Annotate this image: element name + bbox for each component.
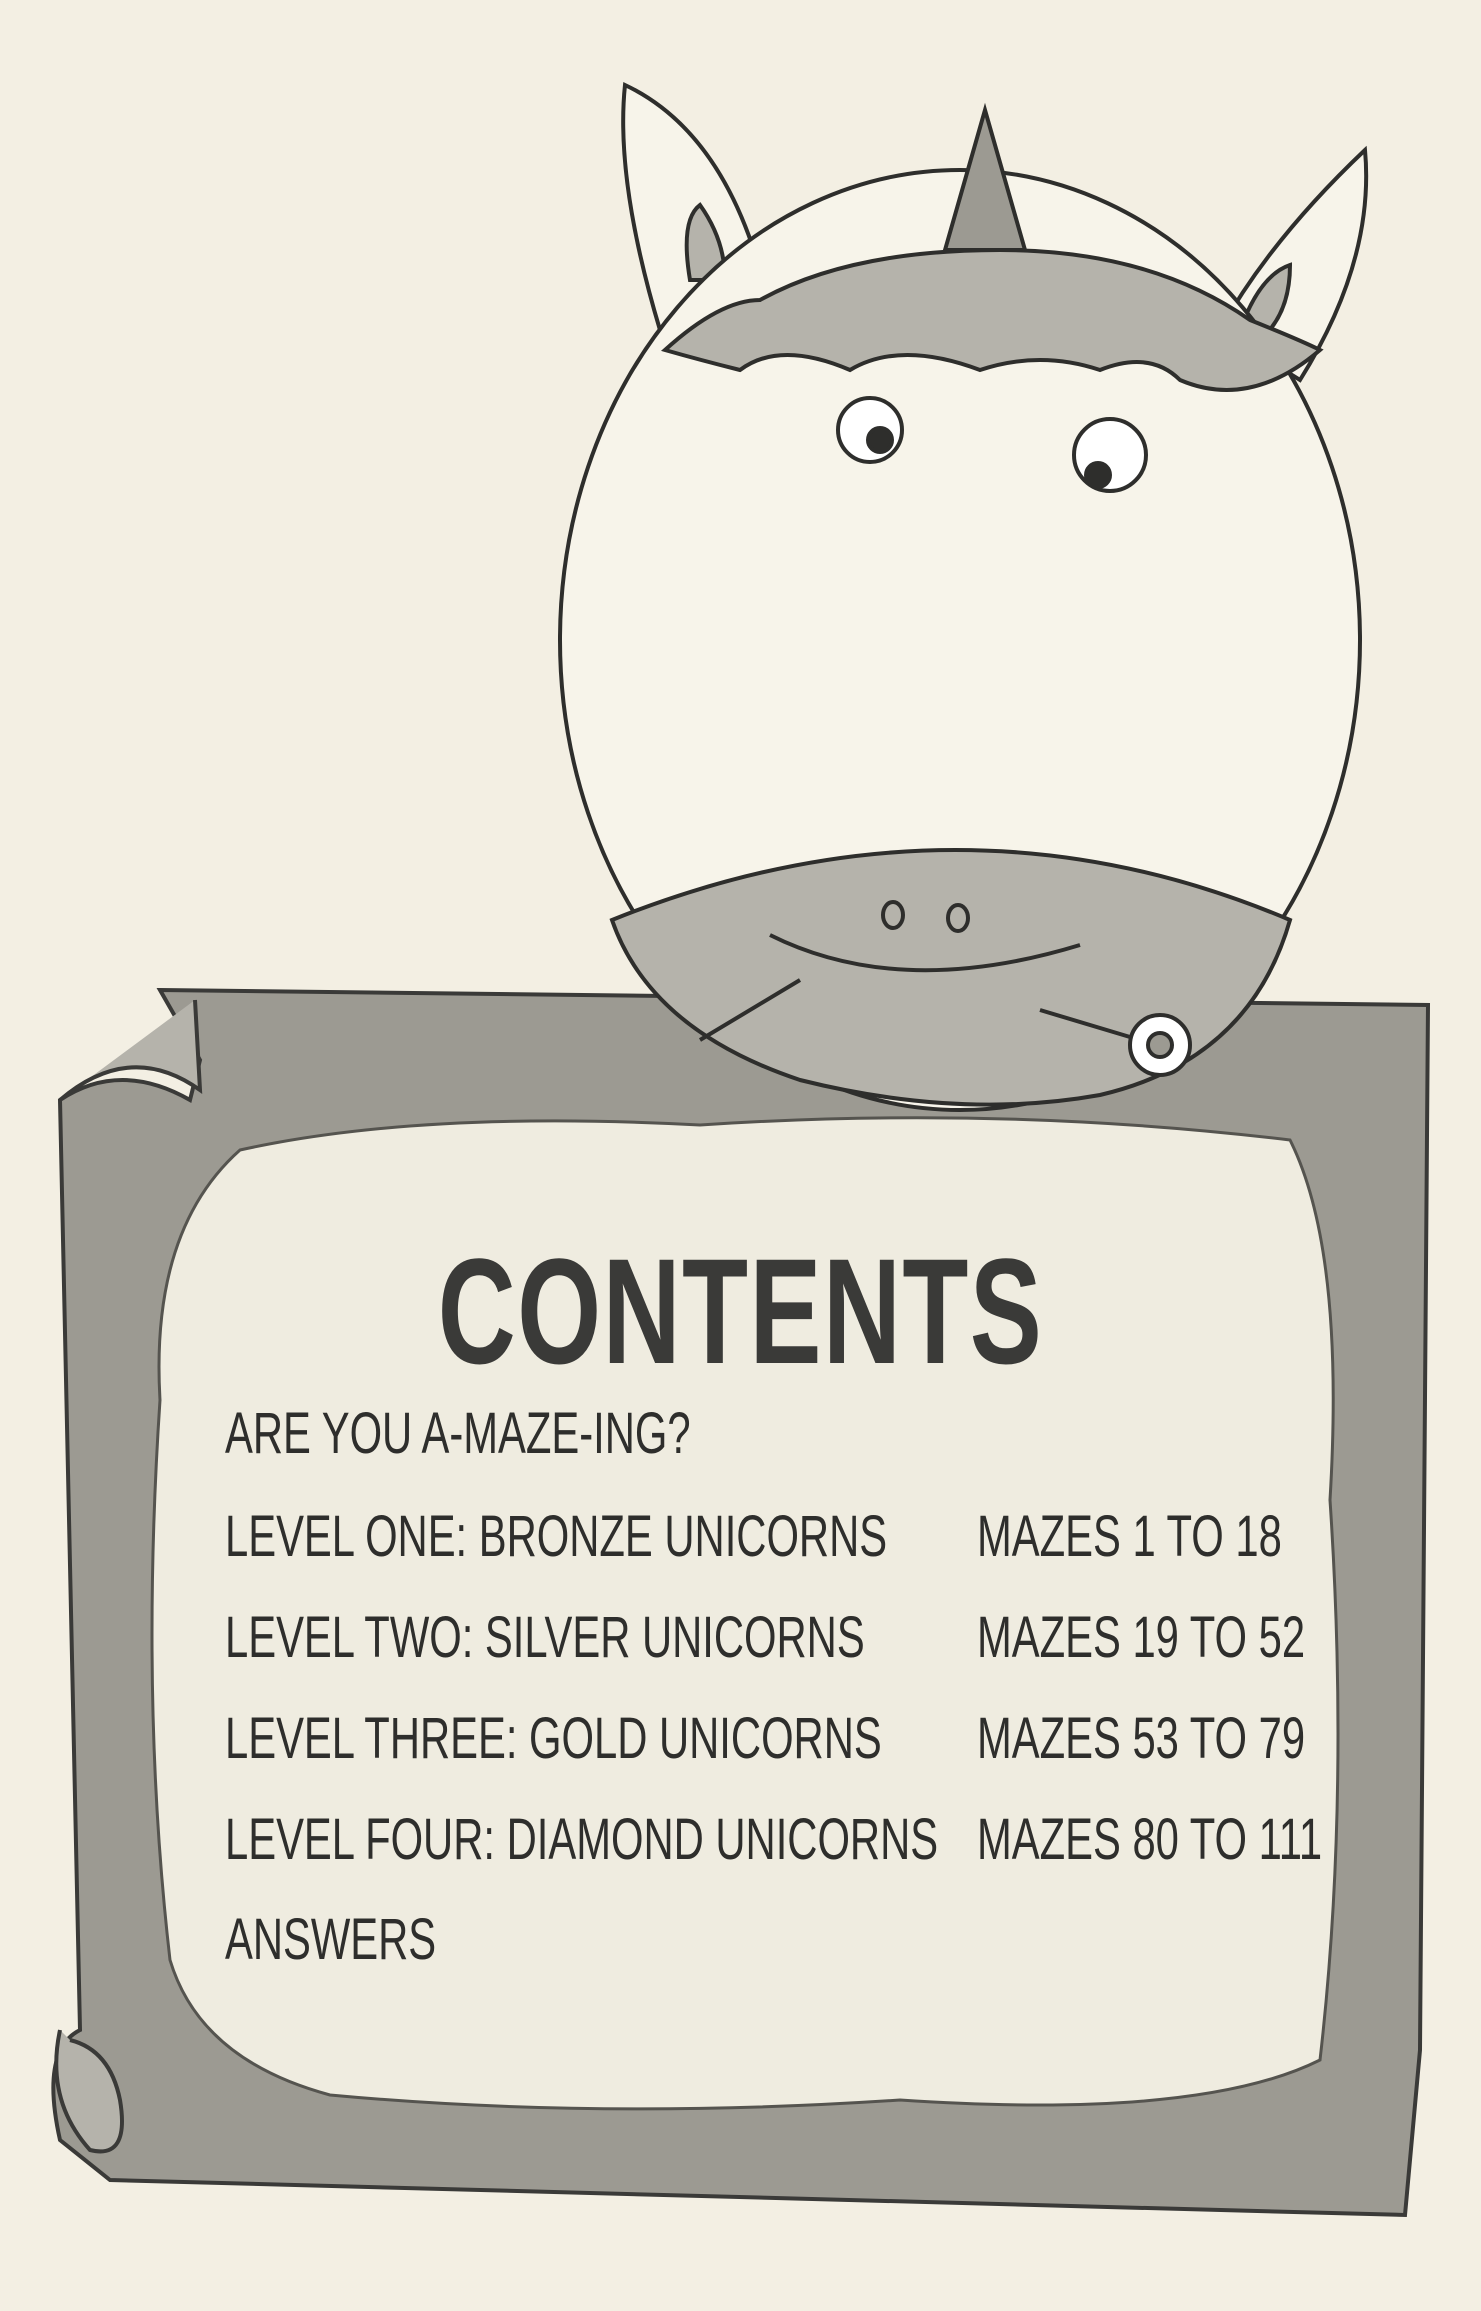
contents-entry-range: MAZES 53 TO 79 bbox=[977, 1706, 1306, 1771]
contents-entry-label: LEVEL FOUR: DIAMOND UNICORNS bbox=[225, 1807, 939, 1872]
unicorn-head-illustration bbox=[558, 81, 1369, 1112]
page-title: CONTENTS bbox=[437, 1227, 1044, 1395]
contents-entry-label: LEVEL TWO: SILVER UNICORNS bbox=[225, 1605, 865, 1670]
scroll-illustration bbox=[51, 987, 1431, 2218]
contents-entry-range: MAZES 19 TO 52 bbox=[977, 1605, 1306, 1670]
contents-entry-range: MAZES 1 TO 18 bbox=[977, 1504, 1282, 1569]
contents-entry-label: LEVEL ONE: BRONZE UNICORNS bbox=[225, 1504, 888, 1569]
contents-entry-range: MAZES 80 TO 111 bbox=[977, 1807, 1323, 1872]
contents-entry-label: ANSWERS bbox=[225, 1907, 437, 1972]
contents-entry-label: LEVEL THREE: GOLD UNICORNS bbox=[225, 1706, 882, 1771]
contents-entry-label: ARE YOU A-MAZE-ING? bbox=[225, 1401, 691, 1466]
